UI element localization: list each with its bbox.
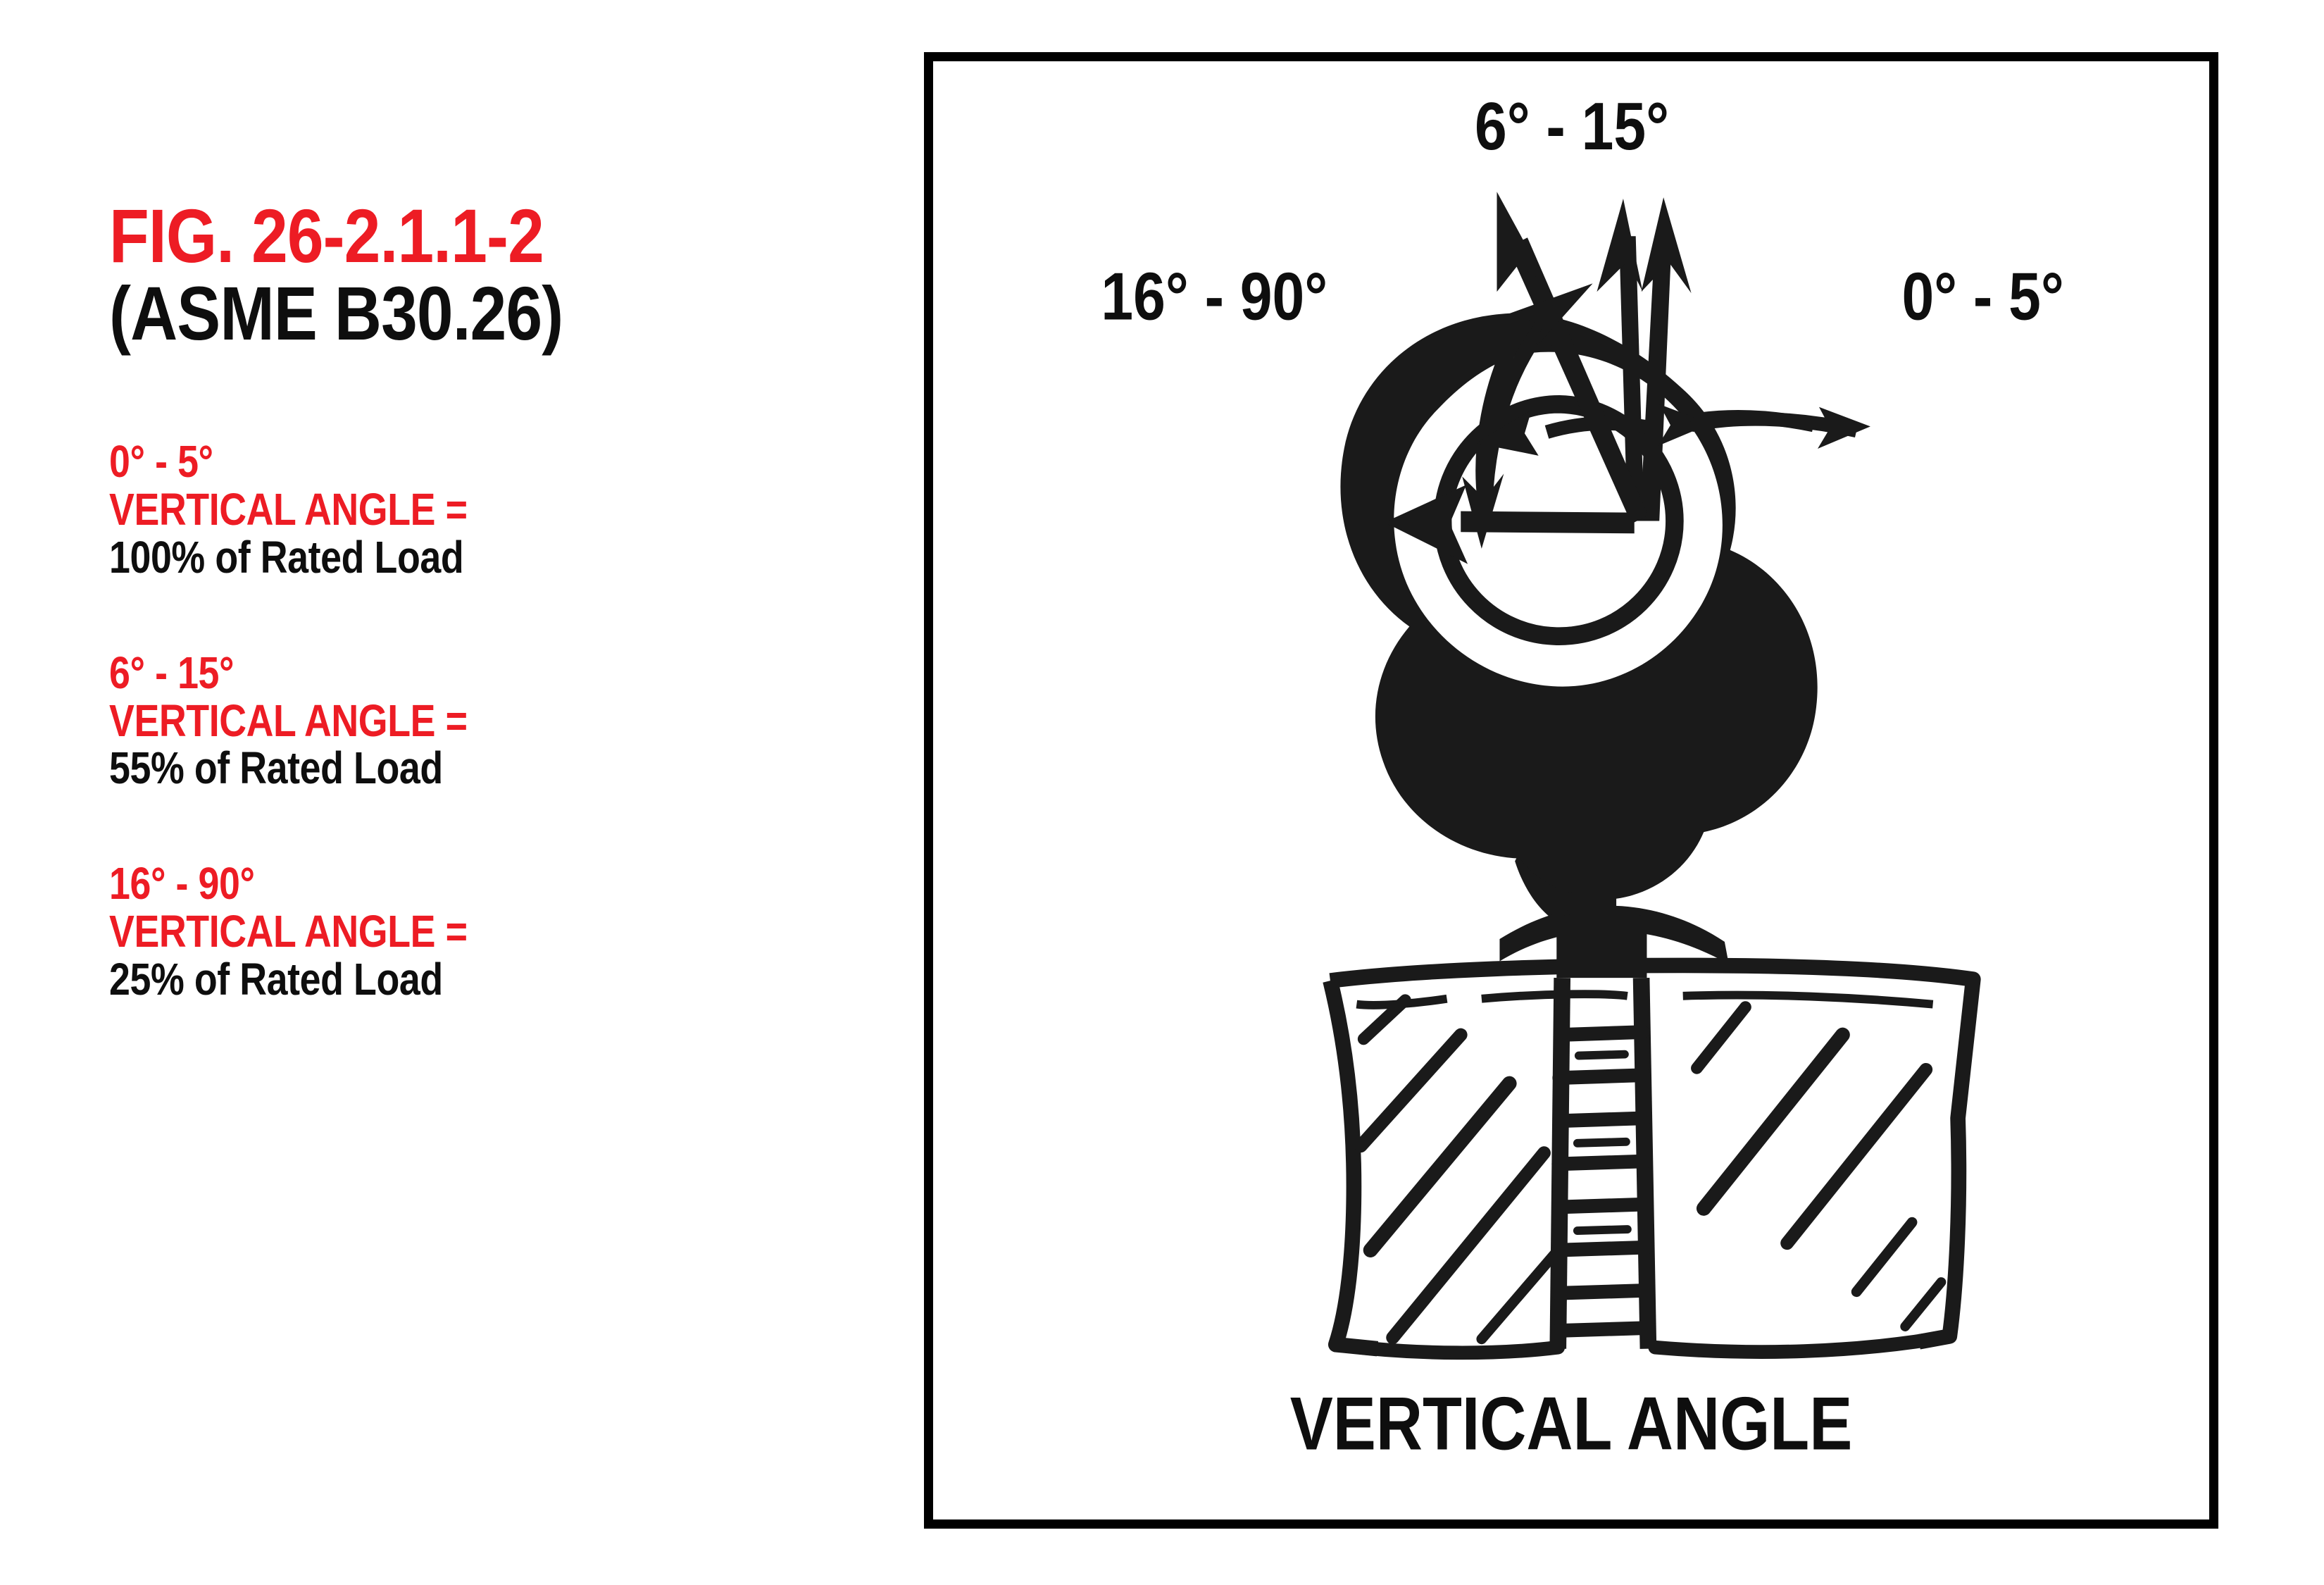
angle-label: VERTICAL ANGLE = — [109, 484, 468, 535]
diagram-caption: VERTICAL ANGLE — [1290, 1382, 1853, 1466]
angle-arrow-group — [1384, 192, 1870, 564]
diagram-panel: 6° - 15° 16° - 90° 0° - 5° — [924, 52, 2218, 1529]
angle-block: 16° - 90° VERTICAL ANGLE = 25% of Rated … — [109, 858, 870, 1005]
diagram-label-left: 16° - 90° — [1101, 259, 1327, 334]
angle-value: 55% of Rated Load — [109, 742, 443, 794]
diagram-label-right: 0° - 5° — [1901, 259, 2063, 334]
span-arrow-6-15 — [1475, 404, 1870, 456]
angle-label: VERTICAL ANGLE = — [109, 695, 468, 746]
eyebolt-shank-shoulder — [1515, 855, 1589, 917]
angle-value: 100% of Rated Load — [109, 531, 464, 583]
material-block — [1323, 957, 1981, 1360]
eyebolt-vertical-angle-diagram: 6° - 15° 16° - 90° 0° - 5° — [1101, 88, 2063, 1466]
baseline-arrow-left — [1384, 485, 1635, 564]
bolt-threads — [1549, 977, 1657, 1349]
page-title: FIG. 26-2.1.1-2 (ASME B30.26) — [109, 197, 870, 352]
vertical-arrow-right — [1639, 197, 1692, 521]
diagram-label-top: 6° - 15° — [1475, 88, 1669, 163]
angle-value: 25% of Rated Load — [109, 953, 443, 1005]
angle-range: 0° - 5° — [109, 436, 213, 487]
eyebolt-outer-ring — [1340, 313, 1818, 916]
figure-standard: (ASME B30.26) — [109, 271, 563, 356]
angle-block: 0° - 5° VERTICAL ANGLE = 100% of Rated L… — [109, 436, 870, 583]
angle-sweep-arc — [1462, 283, 1593, 549]
figure-number: FIG. 26-2.1.1-2 — [109, 193, 544, 278]
eyebolt-illustration — [1323, 313, 1981, 1360]
angle-block: 6° - 15° VERTICAL ANGLE = 55% of Rated L… — [109, 649, 870, 792]
legend-column: FIG. 26-2.1.1-2 (ASME B30.26) 0° - 5° VE… — [109, 197, 870, 1004]
angle-range: 6° - 15° — [109, 647, 235, 698]
angle-label: VERTICAL ANGLE = — [109, 906, 468, 957]
angle-range: 16° - 90° — [109, 858, 255, 909]
